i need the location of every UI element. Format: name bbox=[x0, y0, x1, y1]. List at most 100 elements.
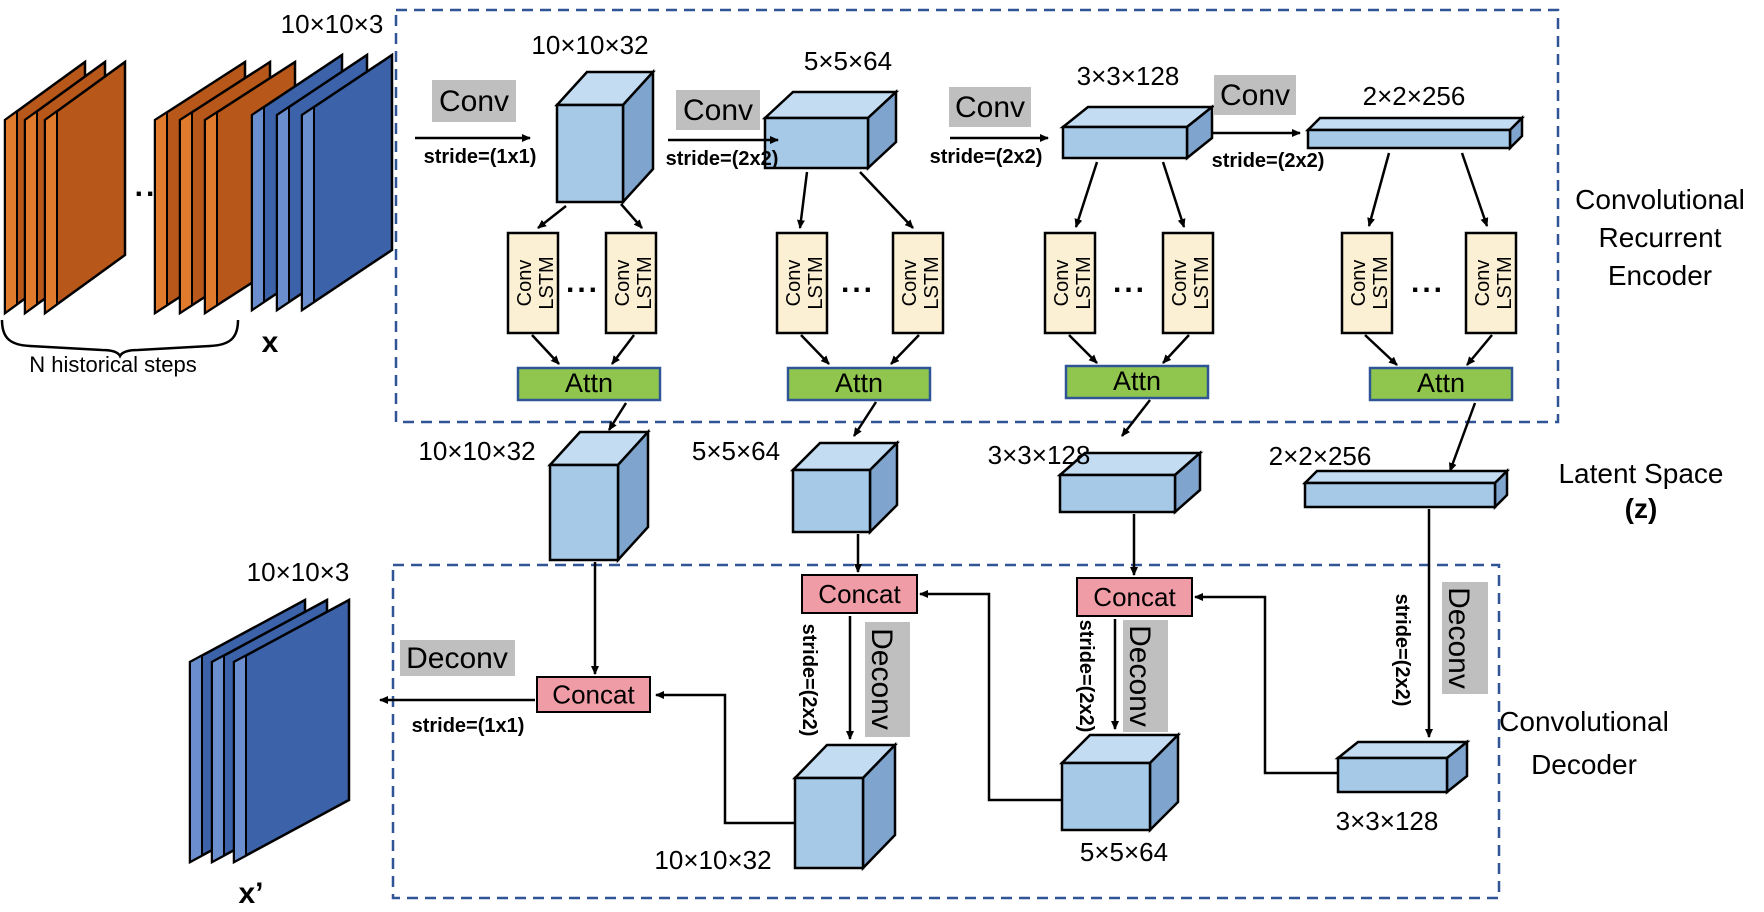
concat-label: Concat bbox=[552, 680, 635, 710]
dec-tensor-10x10x32 bbox=[792, 741, 898, 872]
frame-plate-edge bbox=[179, 110, 193, 315]
tensor-top-face bbox=[1334, 740, 1471, 760]
concat-label: Concat bbox=[1093, 582, 1176, 612]
frame-plate-edge bbox=[251, 105, 265, 312]
convlstm-cell-label-line2: LSTM bbox=[1191, 256, 1213, 309]
deconv2-bg bbox=[1123, 620, 1168, 732]
flow-arrow bbox=[890, 334, 920, 365]
convlstm-cell bbox=[1161, 231, 1215, 335]
flow-arrow bbox=[607, 402, 628, 431]
flow-arrow bbox=[1466, 334, 1493, 366]
tensor-front-face bbox=[1060, 761, 1152, 832]
decoder-dims3-label: 3×3×128 bbox=[1336, 806, 1439, 836]
dec-tensor-3x3x128 bbox=[1334, 739, 1471, 795]
encoder-title-line1: Convolutional bbox=[1575, 184, 1745, 215]
convlstm-cell-label-line1: Conv bbox=[612, 260, 634, 307]
tensor-front-face bbox=[548, 463, 620, 562]
convlstm-cell-label-line1: Conv bbox=[1051, 260, 1073, 307]
encoder-dims1-label: 10×10×32 bbox=[531, 30, 648, 60]
convlstm-cell-label-line2: LSTM bbox=[1494, 256, 1516, 309]
frame-plate-edge bbox=[4, 109, 18, 315]
convlstm-cell-label-line1: Conv bbox=[899, 260, 921, 307]
flow-arrow bbox=[537, 205, 567, 229]
flow-arrow bbox=[1364, 334, 1398, 366]
tensor-front-face bbox=[1336, 756, 1449, 794]
flow-arrow bbox=[797, 171, 809, 229]
latent-tensor-5x5x64 bbox=[789, 439, 901, 536]
output-dims-label: 10×10×3 bbox=[247, 557, 350, 587]
attn-label: Attn bbox=[1417, 368, 1465, 398]
flow-arrow bbox=[531, 334, 560, 365]
flow-arrow bbox=[859, 171, 914, 229]
decoder-stride1-label: stride=(2x2) bbox=[798, 624, 820, 737]
frame-plate-edge bbox=[44, 109, 58, 315]
concat-box bbox=[1076, 577, 1193, 617]
skip-connection-arrow bbox=[919, 590, 1062, 802]
tensor-front-face bbox=[1058, 473, 1177, 514]
convlstm-cell bbox=[775, 231, 829, 335]
concat-box bbox=[801, 574, 918, 614]
attn-label: Attn bbox=[835, 368, 883, 398]
frame-plate-edge bbox=[24, 109, 38, 315]
attn-box bbox=[1064, 364, 1210, 400]
convlstm-cell-label-line2: LSTM bbox=[805, 256, 827, 309]
flow-arrow bbox=[1074, 161, 1099, 228]
encoder-title-line2: Recurrent bbox=[1599, 222, 1722, 253]
diagram-shapes bbox=[0, 8, 1560, 900]
decoder-stride-out-label: stride=(1x1) bbox=[412, 715, 525, 737]
flow-arrow bbox=[852, 401, 878, 437]
flow-arrow bbox=[1367, 152, 1391, 227]
flow-arrow bbox=[1460, 152, 1489, 227]
convlstm-cell-label-line1: Conv bbox=[1348, 260, 1370, 307]
diagram-labels: 10×10×3 .. N historical steps x Conv Con… bbox=[29, 9, 1745, 910]
latent-dims3-label: 3×3×128 bbox=[988, 440, 1091, 470]
flow-arrow bbox=[1161, 161, 1186, 228]
decoder-deconv-out-label: Deconv bbox=[406, 642, 508, 675]
convlstm-cell-label-line1: Conv bbox=[1169, 260, 1191, 307]
convlstm-cell-label-line1: Conv bbox=[514, 260, 536, 307]
convlstm-cell-label-line2: LSTM bbox=[921, 256, 943, 309]
encoder-conv3-label: Conv bbox=[955, 91, 1025, 124]
convlstm-ellipsis: ... bbox=[841, 266, 875, 299]
flow-arrow bbox=[620, 203, 643, 229]
input-symbol: x bbox=[262, 326, 279, 359]
decoder-deconv3-label: Deconv bbox=[1442, 587, 1475, 689]
output-frames bbox=[188, 597, 351, 865]
frame-plate-edge bbox=[154, 110, 168, 315]
latent-space-title: Latent Space bbox=[1558, 458, 1723, 489]
encoder-stride4-label: stride=(2x2) bbox=[1212, 150, 1325, 172]
deconv1-bg bbox=[865, 622, 910, 737]
n-steps-brace bbox=[0, 319, 240, 359]
frame-plate-edge bbox=[276, 105, 290, 312]
attn-label: Attn bbox=[1113, 366, 1161, 396]
decoder-dims2-label: 5×5×64 bbox=[1080, 837, 1168, 867]
tensor-front-face bbox=[793, 776, 865, 870]
tensor-front-face bbox=[763, 116, 870, 170]
skip-connection-arrow bbox=[1194, 593, 1338, 775]
conv4-bg bbox=[1214, 75, 1296, 115]
conv3-bg bbox=[949, 87, 1031, 127]
latent-tensor-2x2x256 bbox=[1301, 467, 1511, 511]
concat-label: Concat bbox=[818, 579, 901, 609]
attn-box bbox=[516, 366, 662, 402]
frame-plate-edge bbox=[211, 653, 225, 864]
convlstm-cell-label-line2: LSTM bbox=[1073, 256, 1095, 309]
latent-dims2-label: 5×5×64 bbox=[692, 436, 780, 466]
latent-tensor-10x10x32 bbox=[547, 428, 651, 564]
enc-tensor-2x2x256 bbox=[1304, 114, 1526, 152]
enc-tensor-3x3x128 bbox=[1059, 104, 1216, 161]
input-dims-label: 10×10×3 bbox=[281, 9, 384, 39]
encoder-stride1-label: stride=(1x1) bbox=[424, 146, 537, 168]
convlstm-cell bbox=[506, 231, 560, 335]
encoder-dims3-label: 3×3×128 bbox=[1077, 61, 1180, 91]
convlstm-cell-label-line2: LSTM bbox=[536, 256, 558, 309]
frame-plate-edge bbox=[233, 653, 247, 864]
decoder-stride2-label: stride=(2x2) bbox=[1075, 620, 1097, 733]
conv2-bg bbox=[676, 90, 760, 130]
flow-arrow bbox=[1448, 402, 1477, 472]
decoder-deconv2-label: Deconv bbox=[1123, 625, 1156, 727]
latent-dims1-label: 10×10×32 bbox=[418, 436, 535, 466]
convlstm-cell bbox=[1043, 231, 1097, 335]
input-frames-current bbox=[250, 52, 394, 313]
tensor-top-face bbox=[1301, 469, 1511, 485]
